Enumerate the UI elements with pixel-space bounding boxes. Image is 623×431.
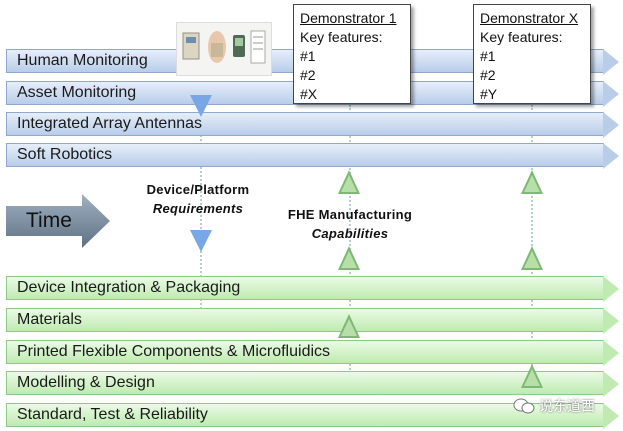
capability-arrow-up-icon [338,314,360,338]
watermark-text: 说东道西 [539,398,595,414]
capabilities-caption-line1: FHE Manufacturing [287,207,413,222]
capability-arrow-up-icon [521,364,543,388]
requirement-arrow-down-icon [190,95,212,117]
requirements-caption-line2: Requirements [152,201,244,216]
time-label: Time [26,209,72,232]
capabilities-caption-line2: Capabilities [311,226,389,241]
capabilities-caption: FHE Manufacturing Capabilities [272,205,428,243]
demonstrator-feature: #2 [480,67,496,83]
demonstrator-subtitle: Key features: [300,29,383,45]
requirement-arrow-down-icon [190,230,212,252]
time-arrow-icon [6,194,110,248]
requirements-guide-line [200,100,202,328]
demonstrator-title: Demonstrator 1 [300,10,397,26]
requirements-caption-line1: Device/Platform [146,182,250,197]
band-standard-test-reliability: Standard, Test & Reliability [6,403,619,429]
band-printed-flexible-components: Printed Flexible Components & Microfluid… [6,340,619,366]
demonstrator-feature: #Y [480,86,498,102]
band-soft-robotics: Soft Robotics [6,143,619,169]
band-modelling-design: Modelling & Design [6,371,619,397]
band-materials: Materials [6,308,619,334]
demonstrator-title: Demonstrator X [480,10,579,26]
capability-arrow-up-icon [338,170,360,194]
capability-arrow-up-icon [521,170,543,194]
demonstrator-x-box: Demonstrator X Key features: #1 #2 #Y [473,4,591,104]
band-integrated-array-antennas: Integrated Array Antennas [6,112,619,138]
demonstrator-1-box: Demonstrator 1 Key features: #1 #2 #X [293,4,411,104]
demonstrator-feature: #1 [480,48,496,64]
watermark: 说东道西 [513,396,595,416]
demonstrator-feature: #2 [300,67,316,83]
demonstrator-feature: #X [300,86,318,102]
capability-arrow-up-icon [521,246,543,270]
requirements-caption: Device/Platform Requirements [130,180,266,218]
wearable-device-photo [176,22,272,76]
capability-arrow-up-icon [338,246,360,270]
chat-bubble-icon [513,398,535,414]
demonstrator-subtitle: Key features: [480,29,563,45]
band-device-integration: Device Integration & Packaging [6,276,619,302]
demonstrator-feature: #1 [300,48,316,64]
